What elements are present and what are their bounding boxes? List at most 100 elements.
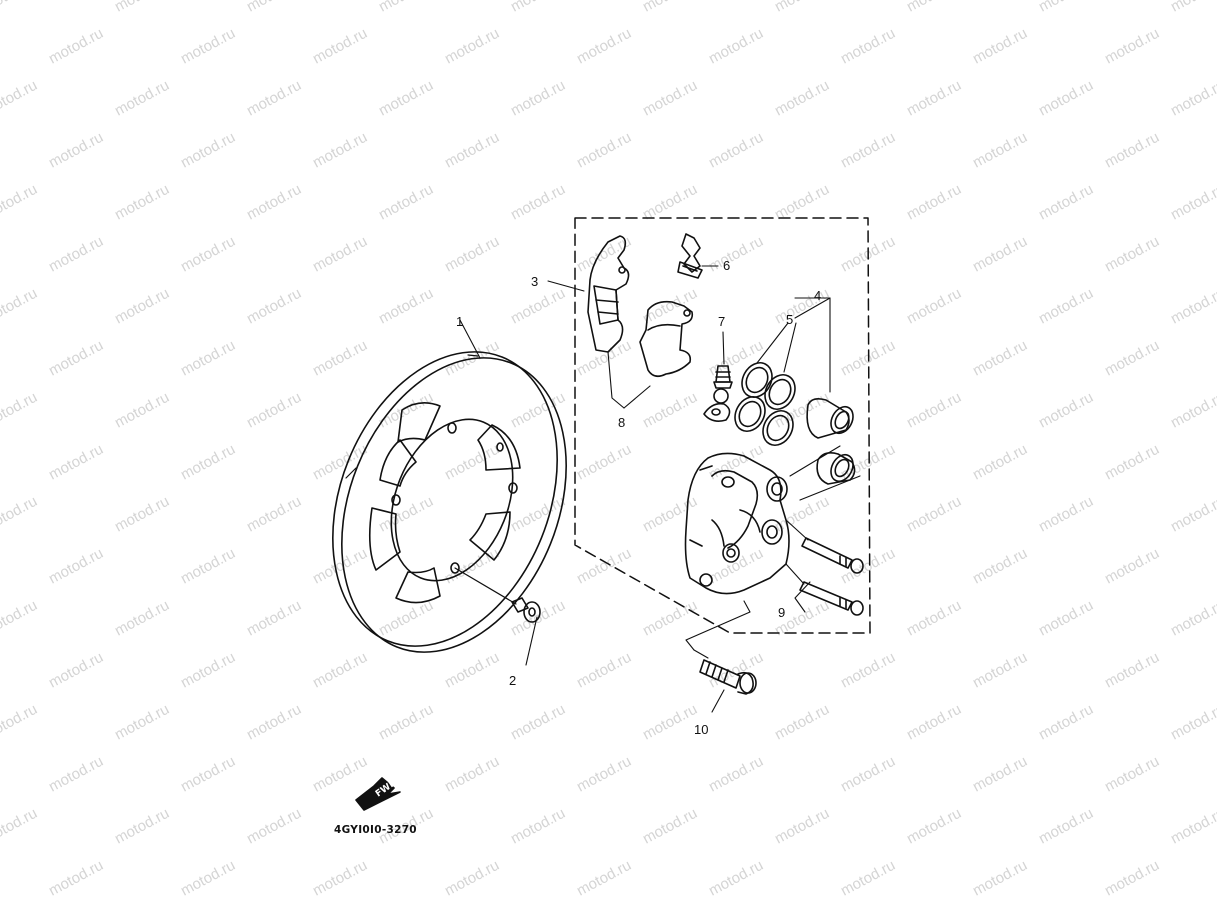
watermark-text: motod.ru <box>640 181 700 224</box>
watermark-text: motod.ru <box>640 77 700 120</box>
watermark-text: motod.ru <box>838 857 898 900</box>
watermark-text: motod.ru <box>244 181 304 224</box>
watermark-text: motod.ru <box>772 0 832 16</box>
watermark-text: motod.ru <box>112 805 172 848</box>
watermark-text: motod.ru <box>904 701 964 744</box>
watermark-text: motod.ru <box>904 909 964 913</box>
watermark-text: motod.ru <box>904 181 964 224</box>
brake-pad-outer <box>587 235 630 353</box>
watermark-text: motod.ru <box>112 493 172 536</box>
watermark-text: motod.ru <box>640 909 700 913</box>
watermark-text: motod.ru <box>46 337 106 380</box>
watermark-text: motod.ru <box>1102 545 1162 588</box>
watermark-text: motod.ru <box>1102 857 1162 900</box>
watermark-text: motod.ru <box>1168 909 1217 913</box>
watermark-text: motod.ru <box>904 805 964 848</box>
watermark-text: motod.ru <box>1168 701 1217 744</box>
watermark-text: motod.ru <box>0 493 40 536</box>
watermark-text: motod.ru <box>178 129 238 172</box>
callout-3: 3 <box>531 274 538 289</box>
disc-slot <box>379 439 417 487</box>
watermark-text: motod.ru <box>640 493 700 536</box>
watermark-text: motod.ru <box>1168 0 1217 16</box>
watermark-text: motod.ru <box>1036 285 1096 328</box>
watermark-text: motod.ru <box>244 597 304 640</box>
watermark-text: motod.ru <box>574 129 634 172</box>
watermark-text: motod.ru <box>112 285 172 328</box>
watermark-text: motod.ru <box>310 129 370 172</box>
watermark-text: motod.ru <box>838 129 898 172</box>
watermark-text: motod.ru <box>0 909 40 913</box>
watermark-text: motod.ru <box>904 285 964 328</box>
assembly-dashed-box <box>574 217 871 634</box>
watermark-text: motod.ru <box>442 857 502 900</box>
watermark-text: motod.ru <box>970 753 1030 796</box>
watermark-text: motod.ru <box>904 0 964 16</box>
watermark-text: motod.ru <box>112 181 172 224</box>
watermark-text: motod.ru <box>178 649 238 692</box>
watermark-text: motod.ru <box>178 545 238 588</box>
watermark-text: motod.ru <box>244 0 304 16</box>
watermark-text: motod.ru <box>0 181 40 224</box>
watermark-text: motod.ru <box>706 233 766 276</box>
watermark-text: motod.ru <box>178 233 238 276</box>
watermark-text: motod.ru <box>244 493 304 536</box>
watermark-text: motod.ru <box>244 805 304 848</box>
watermark-text: motod.ru <box>574 545 634 588</box>
caliper-bolt <box>699 659 757 695</box>
watermark-text: motod.ru <box>772 285 832 328</box>
callout-1: 1 <box>456 314 463 329</box>
watermark-text: motod.ru <box>178 441 238 484</box>
watermark-text: motod.ru <box>310 25 370 68</box>
watermark-text: motod.ru <box>0 389 40 432</box>
watermark-text: motod.ru <box>442 25 502 68</box>
watermark-text: motod.ru <box>244 77 304 120</box>
watermark-text: motod.ru <box>0 285 40 328</box>
watermark-text: motod.ru <box>112 597 172 640</box>
watermark-text: motod.ru <box>376 597 436 640</box>
watermark-text: motod.ru <box>1036 493 1096 536</box>
callout-5: 5 <box>786 312 793 327</box>
watermark-text: motod.ru <box>574 649 634 692</box>
watermark-text: motod.ru <box>376 285 436 328</box>
watermark-text: motod.ru <box>706 857 766 900</box>
watermark-text: motod.ru <box>640 805 700 848</box>
watermark-text: motod.ru <box>970 337 1030 380</box>
callout-4: 4 <box>814 288 821 303</box>
watermark-text: motod.ru <box>178 337 238 380</box>
watermark-text: motod.ru <box>970 441 1030 484</box>
watermark-text: motod.ru <box>46 233 106 276</box>
callout-layer: 1 2 3 4 5 6 7 8 9 10 <box>456 258 821 737</box>
watermark-text: motod.ru <box>970 545 1030 588</box>
watermark-text: motod.ru <box>442 649 502 692</box>
watermark-text: motod.ru <box>310 857 370 900</box>
watermark-text: motod.ru <box>508 909 568 913</box>
disc-slot <box>368 507 401 571</box>
watermark-text: motod.ru <box>970 857 1030 900</box>
brake-pad-inner <box>639 300 694 378</box>
watermark-text: motod.ru <box>706 753 766 796</box>
watermark-text: motod.ru <box>1102 25 1162 68</box>
watermark-text: motod.ru <box>376 909 436 913</box>
watermark-text: motod.ru <box>310 441 370 484</box>
watermark-text: motod.ru <box>1102 753 1162 796</box>
disc-slot <box>469 511 511 561</box>
watermark-text: motod.ru <box>1168 597 1217 640</box>
watermark-text: motod.ru <box>772 181 832 224</box>
watermark-text: motod.ru <box>904 493 964 536</box>
watermark-text: motod.ru <box>376 77 436 120</box>
watermark-text: motod.ru <box>442 441 502 484</box>
watermark-text: motod.ru <box>46 129 106 172</box>
disc-slot <box>397 402 441 443</box>
watermark-text: motod.ru <box>376 0 436 16</box>
callout-6: 6 <box>723 258 730 273</box>
watermark-text: motod.ru <box>310 649 370 692</box>
watermark-text: motod.ru <box>1036 701 1096 744</box>
watermark-text: motod.ru <box>244 285 304 328</box>
watermark-text: motod.ru <box>508 285 568 328</box>
piston-seals <box>734 362 796 446</box>
bleed-screw <box>703 365 733 422</box>
watermark-text: motod.ru <box>508 701 568 744</box>
watermark-text: motod.ru <box>640 285 700 328</box>
